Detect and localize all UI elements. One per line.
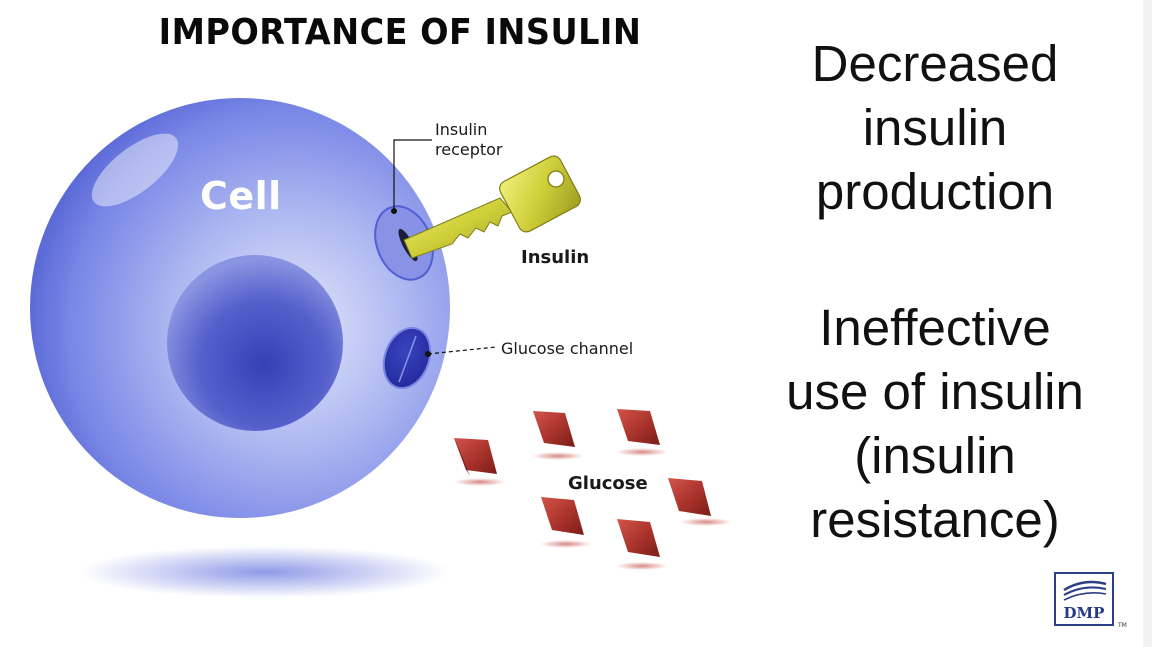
receptor-leader-line [393, 139, 432, 210]
trademark-mark: TM [1118, 622, 1127, 629]
cell-highlight [91, 133, 179, 207]
receptor-leader-dot [391, 208, 397, 214]
dmp-logo: DMP [1054, 572, 1114, 626]
logo-text: DMP [1063, 604, 1105, 622]
glucose-channel [382, 326, 432, 390]
glucose-channel-seam [398, 335, 417, 383]
cause-line: (insulin [854, 427, 1016, 484]
cause-line: use of insulin [786, 363, 1084, 420]
cell-diagram [30, 98, 732, 598]
insulin-key-icon [403, 155, 581, 259]
cause-line: resistance) [810, 491, 1060, 548]
page-title: IMPORTANCE OF INSULIN [158, 12, 642, 53]
insulin-label: Insulin [521, 247, 590, 268]
cause-line: insulin [862, 99, 1008, 156]
cause-line: production [815, 163, 1055, 220]
logo-swoosh-icon [1063, 580, 1107, 601]
channel-leader-line [427, 346, 497, 355]
cause-insulin-resistance: Ineffective use of insulin (insulin resi… [760, 296, 1110, 552]
cause-line: Ineffective [819, 299, 1051, 356]
channel-leader-dot [425, 351, 431, 357]
glucose-molecules [454, 409, 732, 570]
cause-decreased-production: Decreased insulin production [760, 32, 1110, 224]
nucleus [167, 255, 343, 431]
glucose-label: Glucose [568, 473, 648, 494]
glucose-channel-label: Glucose channel [501, 339, 634, 358]
right-edge-bar [1143, 0, 1152, 647]
cause-line: Decreased [811, 35, 1059, 92]
receptor-label-line2: receptor [435, 140, 503, 159]
cell-label: Cell [200, 174, 282, 218]
receptor-label-line1: Insulin [435, 120, 488, 139]
cell-shadow [80, 546, 450, 598]
